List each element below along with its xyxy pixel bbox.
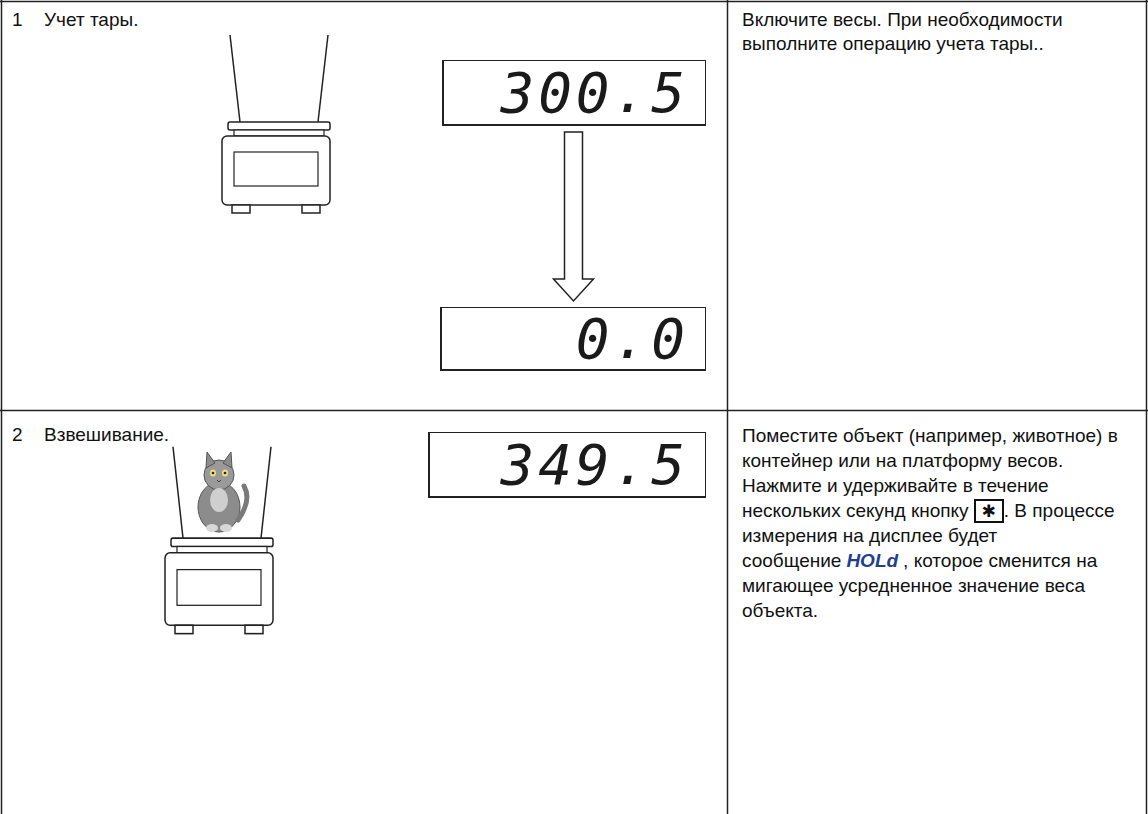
table-divider xyxy=(727,0,729,814)
lcd-display: 349.5 xyxy=(428,432,706,498)
lcd-display: 300.5 xyxy=(442,60,706,126)
lcd-display: 0.0 xyxy=(440,307,706,371)
scale-drawing xyxy=(222,35,330,213)
hollow-arrow xyxy=(554,132,594,301)
button-symbol: ✱ xyxy=(974,499,1004,523)
step-number: 2 xyxy=(12,423,23,447)
display-reading: 0.0 xyxy=(576,306,689,371)
step-number: 1 xyxy=(12,8,23,32)
table-row-line xyxy=(0,410,1148,412)
scale-drawing xyxy=(165,447,273,634)
table-border xyxy=(1146,0,1148,814)
display-reading: 349.5 xyxy=(500,432,689,497)
cat-drawing xyxy=(198,452,247,532)
table-border xyxy=(0,1,1148,3)
instruction-text: Включите весы. При необходимости выполни… xyxy=(742,8,1132,56)
step-title: Учет тары. xyxy=(44,8,138,32)
display-reading: 300.5 xyxy=(500,60,689,125)
display-message: HOLd xyxy=(846,550,898,571)
instruction-paragraph: Поместите объект (например, животное) в … xyxy=(742,423,1132,623)
table-border xyxy=(1,0,3,814)
step-title: Взвешивание. xyxy=(44,423,169,447)
